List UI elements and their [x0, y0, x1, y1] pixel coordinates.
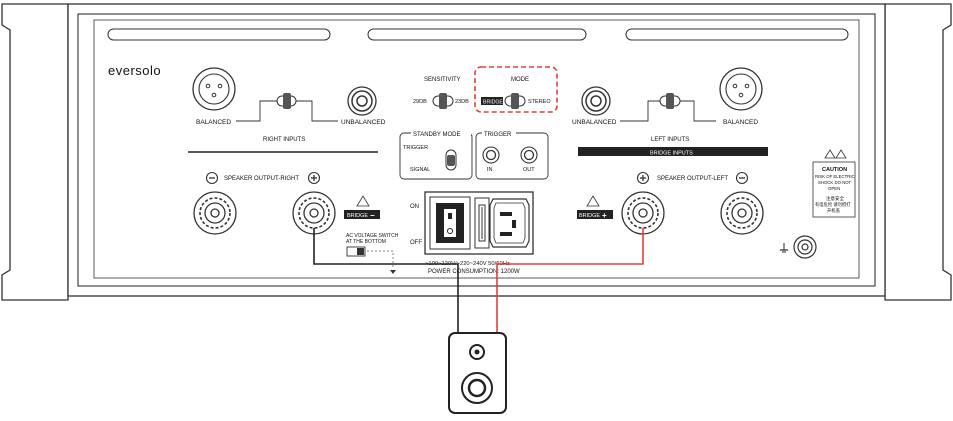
sensitivity-label: SENSITIVITY — [424, 77, 461, 83]
bridge-inputs-bar — [578, 147, 768, 156]
bridge-minus-sign: − — [370, 211, 375, 220]
vent-slot-center — [367, 28, 587, 41]
power-switch[interactable] — [429, 196, 471, 250]
bridge-plus-sign: + — [602, 211, 607, 220]
bridge-minus-badge — [344, 210, 380, 219]
plus-icon — [636, 171, 650, 185]
speaker-output-right-label: SPEAKER OUTPUT-RIGHT — [224, 176, 299, 182]
input-select-switch-right[interactable] — [276, 93, 297, 109]
left-inputs-label: LEFT INPUTS — [651, 137, 689, 143]
rca-input-left[interactable] — [581, 86, 611, 116]
ground-terminal[interactable] — [793, 235, 817, 259]
mode-label: MODE — [511, 77, 529, 83]
right-handle — [884, 3, 952, 301]
xlr-input-right[interactable] — [192, 67, 236, 111]
caution-cn-line-1: 注意安全 — [826, 195, 844, 202]
speaker-output-left-label: SPEAKER OUTPUT-LEFT — [657, 176, 728, 182]
mode-stereo-label: STEREO — [528, 99, 551, 105]
speaker-icon — [448, 332, 507, 414]
ac-switch-label-2: AT THE BOTTOM — [346, 239, 386, 245]
balanced-right-label: BALANCED — [196, 119, 231, 126]
sens-low-label: 29DB — [413, 99, 427, 105]
caution-line-1: RISK OF ELECTRIC — [815, 174, 855, 179]
sensitivity-switch[interactable] — [432, 93, 454, 109]
bridge-plus-label: BRIDGE — [579, 213, 600, 219]
xlr-input-left[interactable] — [719, 67, 763, 111]
brand-logo: eversolo — [108, 63, 161, 78]
vent-slot-right — [625, 28, 849, 41]
speaker-terminal-right-plus[interactable] — [292, 191, 336, 235]
minus-icon — [205, 171, 219, 185]
caution-line-2: SHOCK DO NOT — [818, 180, 852, 185]
minus-icon — [735, 171, 749, 185]
standby-signal-label: SIGNAL — [410, 167, 430, 173]
power-consumption-label: POWER CONSUMPTION: 1200W — [428, 269, 520, 275]
mode-bridge-label: BRIDGE — [483, 100, 503, 106]
standby-trigger-label: TRIGGER — [403, 145, 428, 151]
trigger-out-label: OUT — [523, 167, 535, 173]
caution-line-3: OPEN — [828, 186, 840, 191]
trigger-in-jack[interactable] — [482, 146, 500, 164]
voltage-label: ~100~120V/~220~240V 50/60Hz — [425, 261, 510, 267]
ac-switch-label-1: AC VOLTAGE SWITCH — [346, 233, 399, 239]
red-wire — [496, 228, 644, 340]
caution-cn-line-2: 有电危险 请勿擅打 — [815, 201, 851, 208]
balanced-left-label: BALANCED — [723, 119, 758, 126]
standby-mode-switch[interactable] — [445, 149, 457, 171]
bridge-inputs-label: BRIDGE INPUTS — [650, 151, 693, 157]
mode-switch[interactable] — [504, 93, 526, 109]
trigger-label: TRIGGER — [484, 132, 512, 138]
ground-icon — [780, 243, 788, 253]
sens-high-label: 23DB — [455, 99, 469, 105]
bridge-plus-badge — [577, 210, 613, 219]
unbalanced-left-label: UNBALANCED — [572, 119, 617, 126]
left-handle — [1, 3, 69, 301]
black-wire — [313, 228, 459, 340]
warning-icon — [824, 149, 847, 159]
mode-highlight-box — [474, 66, 558, 113]
power-on-label: ON — [410, 204, 419, 210]
rca-input-right[interactable] — [347, 86, 377, 116]
input-select-switch-left[interactable] — [659, 93, 681, 109]
vent-slot-left — [107, 28, 331, 41]
warning-icon — [586, 195, 600, 207]
trigger-in-label: IN — [487, 167, 493, 173]
caution-label — [812, 161, 856, 218]
trigger-out-jack[interactable] — [520, 146, 538, 164]
standby-mode-label: STANDBY MODE — [413, 132, 460, 138]
fuse-holder[interactable] — [474, 197, 490, 249]
right-inputs-label: RIGHT INPUTS — [263, 137, 305, 143]
caution-title: CAUTION — [822, 167, 847, 173]
plus-icon — [307, 171, 321, 185]
speaker-terminal-right-minus[interactable] — [193, 191, 237, 235]
warning-icon — [356, 195, 370, 207]
ac-inlet-socket[interactable] — [489, 198, 530, 248]
unbalanced-right-label: UNBALANCED — [341, 119, 386, 126]
ac-voltage-switch[interactable] — [346, 246, 366, 257]
power-off-label: OFF — [410, 240, 422, 246]
speaker-terminal-left-plus[interactable] — [621, 191, 665, 235]
bridge-minus-label: BRIDGE — [347, 213, 368, 219]
caution-cn-line-3: 开机盖 — [827, 207, 841, 214]
speaker-terminal-left-minus[interactable] — [720, 191, 764, 235]
